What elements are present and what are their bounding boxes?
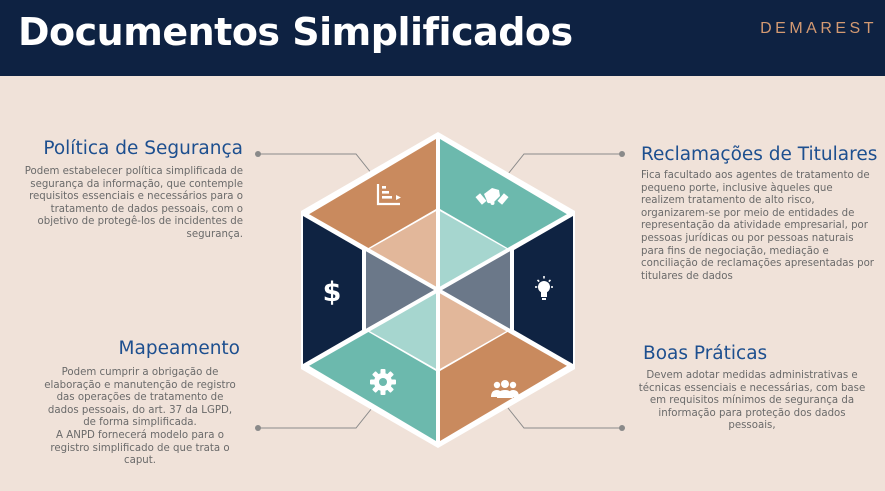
- connector-dot-mapeamento: [255, 425, 261, 431]
- section-text-reclamacoes: Fica facultado aos agentes de tratamento…: [641, 170, 874, 282]
- gear-icon: [370, 369, 396, 395]
- lightbulb-icon: [535, 276, 553, 300]
- inner-bottom-left: [366, 290, 438, 370]
- svg-text:$: $: [323, 277, 342, 308]
- connector-dot-politica: [255, 151, 261, 157]
- header-bar: Documentos Simplificados DEMAREST: [0, 0, 885, 76]
- connector-dot-reclamacoes: [619, 151, 625, 157]
- segment-left: [303, 216, 362, 364]
- connector-dot-boas-praticas: [619, 425, 625, 431]
- section-title-boas-praticas: Boas Práticas: [643, 343, 768, 364]
- connector-reclamacoes: [507, 153, 622, 175]
- page-title: Documentos Simplificados: [18, 10, 573, 54]
- inner-top-left: [366, 210, 438, 290]
- inner-bottom-right: [438, 290, 510, 370]
- segment-separators: [302, 134, 574, 446]
- brand-logo: DEMAREST: [760, 20, 877, 37]
- inner-top-right: [438, 210, 510, 290]
- section-text-boas-praticas: Devem adotar medidas administrativas e t…: [638, 370, 866, 432]
- section-text-mapeamento-p2: A ANPD fornecerá modelo para o registro …: [50, 429, 230, 467]
- handshake-icon: [475, 188, 509, 205]
- people-icon: [491, 380, 519, 398]
- section-title-mapeamento: Mapeamento: [118, 338, 240, 359]
- dollar-icon: $: [323, 277, 342, 308]
- inner-left: [366, 251, 438, 329]
- section-text-politica: Podem estabelecer política simplificada …: [24, 166, 243, 240]
- section-title-reclamacoes: Reclamações de Titulares: [641, 144, 878, 165]
- bar-chart-icon: [376, 184, 401, 206]
- section-text-mapeamento-p1: Podem cumprir a obrigação de elaboração …: [44, 367, 236, 429]
- segment-top-left: [306, 139, 436, 250]
- connector-dots: [255, 151, 625, 431]
- segment-bottom-left: [306, 330, 436, 441]
- connector-boas-praticas: [507, 407, 622, 429]
- section-text-mapeamento: Podem cumprir a obrigação de elaboração …: [40, 367, 240, 468]
- connector-mapeamento: [258, 407, 373, 429]
- section-title-politica: Política de Segurança: [43, 138, 243, 159]
- inner-right: [438, 251, 510, 329]
- connector-politica: [258, 153, 373, 175]
- connector-lines: [258, 153, 622, 429]
